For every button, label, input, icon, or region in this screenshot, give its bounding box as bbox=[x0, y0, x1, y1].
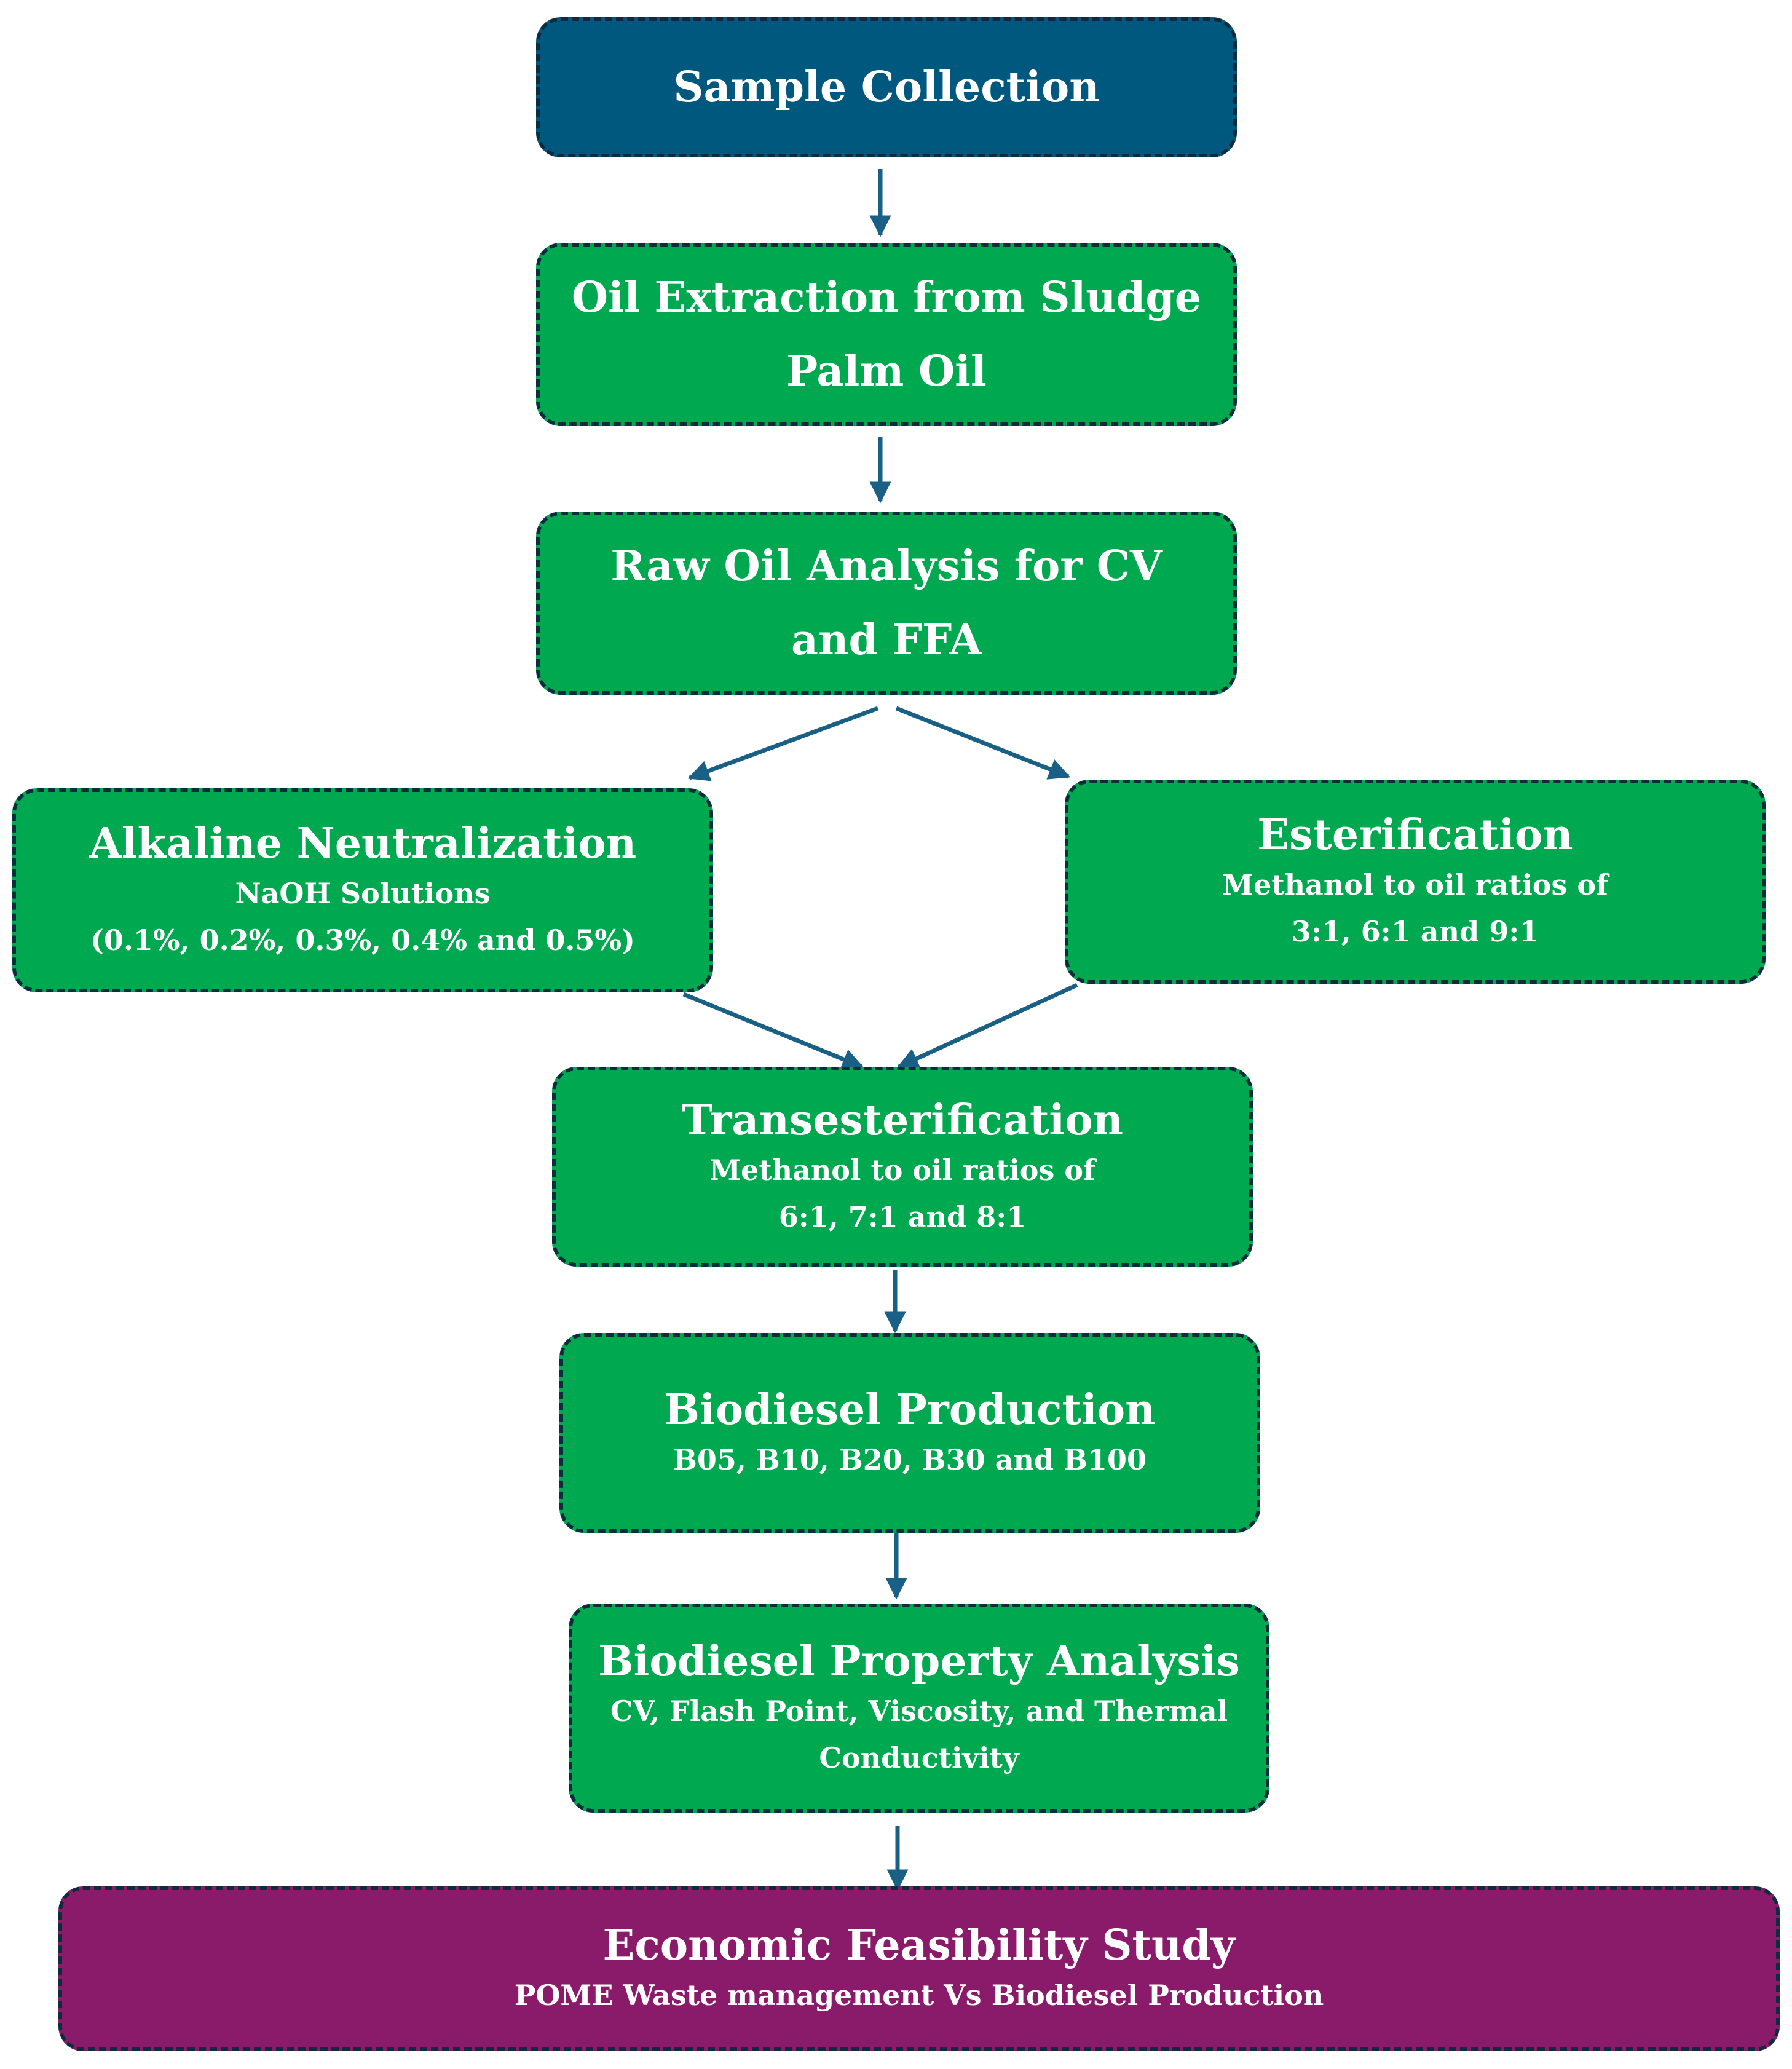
esterification-sub-line1: Methanol to oil ratios of bbox=[1222, 868, 1608, 901]
transesterification-title: Transesterification bbox=[681, 1095, 1124, 1145]
esterification-box: Esterification Methanol to oil ratios of… bbox=[1065, 780, 1766, 984]
raw-oil-analysis-box: Raw Oil Analysis for CV and FFA bbox=[536, 512, 1237, 695]
alkaline-neutralization-title: Alkaline Neutralization bbox=[89, 819, 637, 868]
raw-oil-analysis-title-line2: and FFA bbox=[791, 615, 982, 665]
esterification-sub-line2: 3:1, 6:1 and 9:1 bbox=[1291, 915, 1539, 948]
raw-oil-analysis-title-line1: Raw Oil Analysis for CV bbox=[610, 542, 1162, 591]
biodiesel-production-title: Biodiesel Production bbox=[664, 1385, 1156, 1434]
arrow-ester-to-trans bbox=[896, 983, 1078, 1069]
property-analysis-box: Biodiesel Property Analysis CV, Flash Po… bbox=[569, 1604, 1269, 1813]
sample-collection-title: Sample Collection bbox=[673, 63, 1100, 112]
transesterification-sub-line2: 6:1, 7:1 and 8:1 bbox=[778, 1200, 1027, 1233]
esterification-title: Esterification bbox=[1257, 810, 1573, 860]
biodiesel-production-box: Biodiesel Production B05, B10, B20, B30 … bbox=[559, 1333, 1260, 1533]
oil-extraction-box: Oil Extraction from Sludge Palm Oil bbox=[536, 243, 1237, 426]
property-analysis-sub-line2: Conductivity bbox=[819, 1741, 1019, 1774]
arrow-raw-to-ester bbox=[895, 706, 1071, 780]
biodiesel-production-sub: B05, B10, B20, B30 and B100 bbox=[673, 1442, 1147, 1476]
oil-extraction-title-line1: Oil Extraction from Sludge bbox=[571, 273, 1202, 322]
alkaline-neutralization-sub-line2: (0.1%, 0.2%, 0.3%, 0.4% and 0.5%) bbox=[90, 924, 635, 957]
alkaline-neutralization-sub-line1: NaOH Solutions bbox=[235, 877, 491, 910]
economic-feasibility-sub: POME Waste management Vs Biodiesel Produ… bbox=[514, 1979, 1324, 2012]
property-analysis-sub-line1: CV, Flash Point, Viscosity, and Thermal bbox=[610, 1695, 1228, 1728]
transesterification-box: Transesterification Methanol to oil rati… bbox=[552, 1067, 1253, 1267]
sample-collection-box: Sample Collection bbox=[536, 17, 1237, 157]
transesterification-sub-line1: Methanol to oil ratios of bbox=[709, 1153, 1095, 1187]
economic-feasibility-box: Economic Feasibility Study POME Waste ma… bbox=[58, 1886, 1780, 2051]
arrow-raw-to-alkaline bbox=[687, 706, 879, 781]
economic-feasibility-title: Economic Feasibility Study bbox=[602, 1921, 1236, 1970]
alkaline-neutralization-box: Alkaline Neutralization NaOH Solutions (… bbox=[12, 788, 713, 992]
oil-extraction-title-line2: Palm Oil bbox=[786, 347, 987, 396]
property-analysis-title: Biodiesel Property Analysis bbox=[598, 1637, 1240, 1686]
arrow-alkaline-to-trans bbox=[682, 992, 864, 1070]
